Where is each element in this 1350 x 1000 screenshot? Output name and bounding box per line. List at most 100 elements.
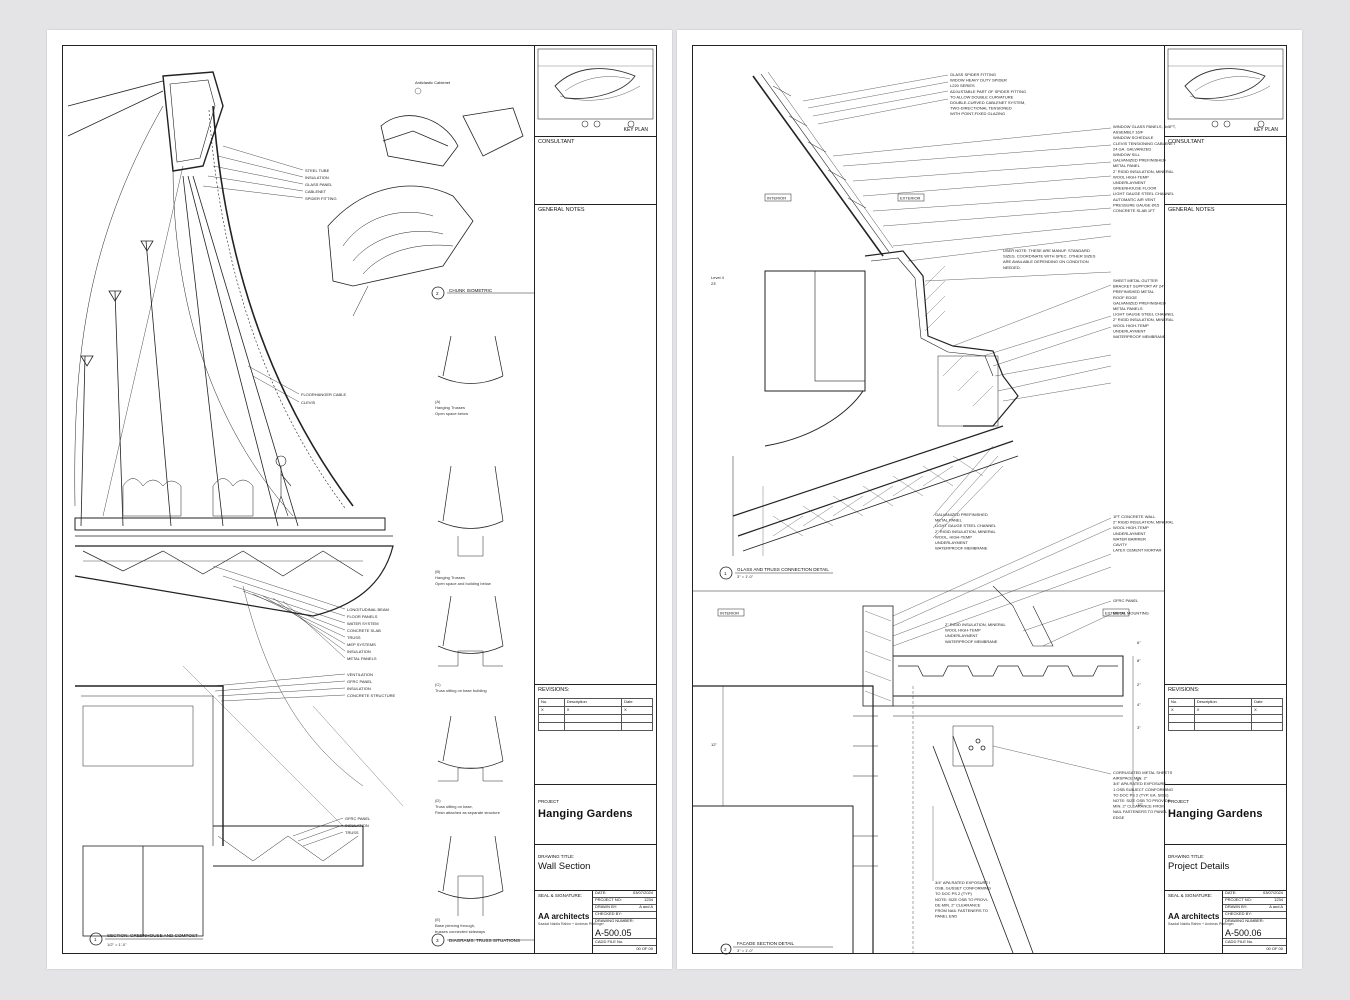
seal-box: SEAL & SIGNATURE: AA architects Saadat N… [535,890,656,953]
callout-wall-4: WATER BARRIER [1113,536,1146,541]
callout-top-6: TWO-DIRECTIONAL TENSIONED [950,106,1012,111]
revisions-label: REVISIONS: [1168,687,1200,693]
title-1-text: SECTION: GREENHOUSE AND COMPOST [107,933,198,938]
callout-truss-2: LIGHT GAUGE STEEL CHANNEL [935,523,997,528]
callout-spider-fitting: SPIDER FITTING [305,196,337,201]
general-notes-box: GENERAL NOTES [535,204,656,685]
dimension-label: 2" [1137,682,1141,687]
callout-right-5: WINDOW SILL [1113,152,1141,157]
callout-gutter-10: WATERPROOF MEMBRANE [1113,334,1166,339]
detail-1-title: GLASS AND TRUSS CONNECTION DETAIL [737,567,829,572]
callout-floorhanger-cable: FLOORHANGER CABLE [301,392,346,397]
detail-2-number: 2 [724,947,727,952]
dimension-label: 8" [1137,658,1141,663]
drawn-by-value: A and A [639,904,653,909]
callout-right-10: UNDERLAYMENT [1113,180,1146,185]
user-note-line: NEEDED. [1003,265,1021,270]
dimension-label: 12" [711,742,717,747]
callout-top-1: WIDOW HEAVY DUTY SPIDER [950,78,1007,83]
rev-header-no: No. [1168,698,1195,707]
project-name: Hanging Gardens [1168,808,1263,820]
rev-header-date: Date [621,698,653,707]
callout-deck-1: AIRSPACE MIN. 2" [1113,776,1148,781]
callout-right-2: WINDOW SCHEDULE [1113,135,1154,140]
callout-clevis: CLEVIS [301,400,316,405]
callout-truss-3: 2" RIGID INSULATION, MINERAL [935,529,996,534]
callout-metal-panels: METAL PANELS [347,656,377,661]
callout-right-12: LIGHT GAUGE STEEL CHANNEL [1113,191,1175,196]
seal-label: SEAL & SIGNATURE: [1168,893,1213,898]
callout-truss-5: UNDERLAYMENT [935,540,968,545]
callout-gutter-0: SHEET METAL GUTTER [1113,278,1158,283]
key-plan-label: KEY PLAN [1253,127,1278,134]
consultant-label: CONSULTANT [1168,139,1205,145]
rev-header-description: Description [563,698,623,707]
callout-wall-1: 2" RIGID INSULATION, MINERAL [1113,520,1174,525]
exterior-label-2: EXTERIOR [1105,611,1126,616]
drawing-number-label: DRAWING NUMBER: [595,918,634,923]
drawn-by-label: DRAWN BY: [595,904,618,909]
rev-cell: X [538,706,565,715]
rev-cell: X [563,706,623,715]
drawing-number: A-500.05 [595,928,632,938]
key-plan-thumbnail [537,48,654,128]
callout-facade-0: GFRC PANEL [1113,598,1139,603]
callout-top-2: L220 SERIES [950,83,975,88]
callout-deck-4: TO DOC PS 2 (TYP. EA. SIDE) [1113,792,1169,797]
project-name: Hanging Gardens [538,808,633,820]
callout-gfrc-panel: GFRC PANEL [347,679,373,684]
sheet-border: STEEL TUBE INSULATION GLASS PANEL CABLEN… [62,45,657,954]
diagram-e-tag: (E) [435,917,441,922]
rev-cell: X [621,706,653,715]
callout-glass-panel: GLASS PANEL [305,182,333,187]
user-note-line: SIZES. COORDINATE WITH SPEC. OTHER SIZES [1003,254,1096,259]
diagram-d-line2: Flesh attached as separate structure [435,810,501,815]
drawing-number-label: DRAWING NUMBER: [1225,918,1264,923]
rev-cell: X [1193,706,1253,715]
date-value: 03/07/2024 [1262,890,1283,895]
diagram-c-line1: Truss sitting on base building [435,688,487,693]
detail-1-number: 1 [724,571,727,576]
callout-right-11: GREENHOUSE FLOOR [1113,186,1156,191]
wall-section-drawing-area: STEEL TUBE INSULATION GLASS PANEL CABLEN… [63,46,535,953]
callout-truss-4: WOOL, HIGH-TEMP [935,534,972,539]
dimension-label: 4" [1137,702,1141,707]
drawing-sheet-project-details: INTERIOR EXTERIOR INTERIOR EXTERIOR Leve… [677,30,1302,969]
callout-wall-0: 1FT CONCRETE WALL [1113,514,1156,519]
callout-deck-0: CORRUGATED METAL SHEETS [1113,770,1173,775]
user-note-line: USER NOTE: THESE ARE MANUF. STANDARD [1003,248,1090,253]
callout-deck-7: NAIL FASTENERS TO PANEL [1113,809,1168,814]
callout-facade_left-1: WOOL HIGH-TEMP [945,628,981,633]
project-no-label: PROJECT NO: [1225,897,1252,902]
callout-gutter-5: METAL PANELS [1113,306,1143,311]
key-plan: KEY PLAN [1165,46,1286,137]
callout-insulation-2: INSULATION [347,649,371,654]
sheet-border: INTERIOR EXTERIOR INTERIOR EXTERIOR Leve… [692,45,1287,955]
callout-right-0: WINDOW GLASS PANELS, 4x5FT, [1113,124,1176,129]
callout-longitudinal-beam: LONGITUDINAL BEAM [347,607,389,612]
sheet-info: DATE:03/07/2024 PROJECT NO:1234 DRAWN BY… [1223,890,1286,953]
rev-cell: X [1168,706,1195,715]
consultant-box: CONSULTANT [1165,136,1286,205]
drawn-by-label: DRAWN BY: [1225,904,1248,909]
callout-right-14: PRESSURE GAUGE Ø15 [1113,202,1160,207]
firm-logo: AA architects [1168,912,1220,921]
dimension-label: 6" [1137,640,1141,645]
exterior-label-1: EXTERIOR [900,196,921,201]
checked-by-label: CHECKED BY: [595,911,622,916]
diagram-d-line1: Truss sitting on base, [435,804,473,809]
callout-top-4: TO ALLOW DOUBLE CURVATURE [950,94,1014,99]
callout-deck-2: 3/4" APA RATED EXPOSURE [1113,781,1166,786]
drawing-title-label: DRAWING TITLE: [538,854,575,859]
callout-gusset-2: TO DOC PS 2 (TYP) [935,891,972,896]
callout-truss-2: TRUSS [345,830,359,835]
project-details-drawing: INTERIOR EXTERIOR INTERIOR EXTERIOR Leve… [693,71,1176,955]
general-notes-label: GENERAL NOTES [1168,207,1215,213]
callout-right-4: 24 GA. GALVANIZED [1113,146,1151,151]
diagram-d-tag: (D) [435,798,441,803]
drawn-by-value: A and A [1269,904,1283,909]
callout-deck-3: 1 OSB SUBJECT CONFORMING [1113,787,1173,792]
drawing-title: Wall Section [538,861,591,872]
drawing-number: A-500.06 [1225,928,1262,938]
callout-steel-tube: STEEL TUBE [305,168,330,173]
